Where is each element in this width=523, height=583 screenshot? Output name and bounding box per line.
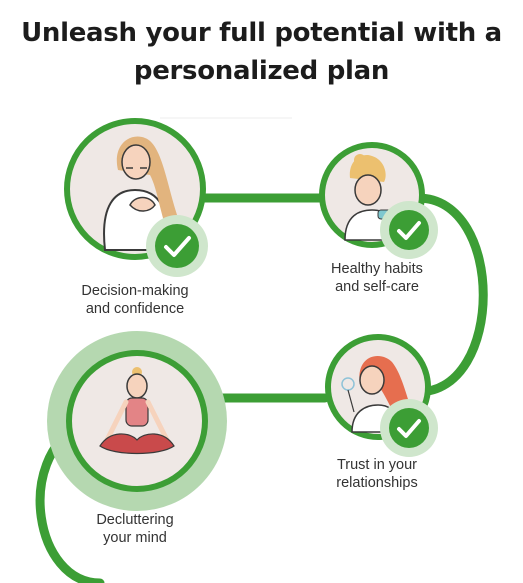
woman-meditating-illustration xyxy=(99,367,175,455)
step-decision-making xyxy=(64,118,208,277)
step-label-trust-relationships: Trust in your relationships xyxy=(336,457,418,491)
step-trust-relationships xyxy=(325,334,438,457)
step-label-decluttering: Decluttering your mind xyxy=(96,512,174,546)
page-title-line-2: personalized plan xyxy=(133,56,390,86)
checkmark-icon xyxy=(389,408,429,448)
checkmark-icon xyxy=(155,224,199,268)
step-healthy-habits xyxy=(319,142,438,259)
checkmark-icon xyxy=(389,210,429,250)
step-label-decision-making: Decision-making and confidence xyxy=(81,283,189,317)
step-label-healthy-habits: Healthy habits and self-care xyxy=(331,261,423,295)
step-decluttering xyxy=(47,331,227,511)
page-title-line-1: Unleash your full potential with a xyxy=(21,18,502,48)
page-title: Unleash your full potential with a perso… xyxy=(0,14,523,90)
